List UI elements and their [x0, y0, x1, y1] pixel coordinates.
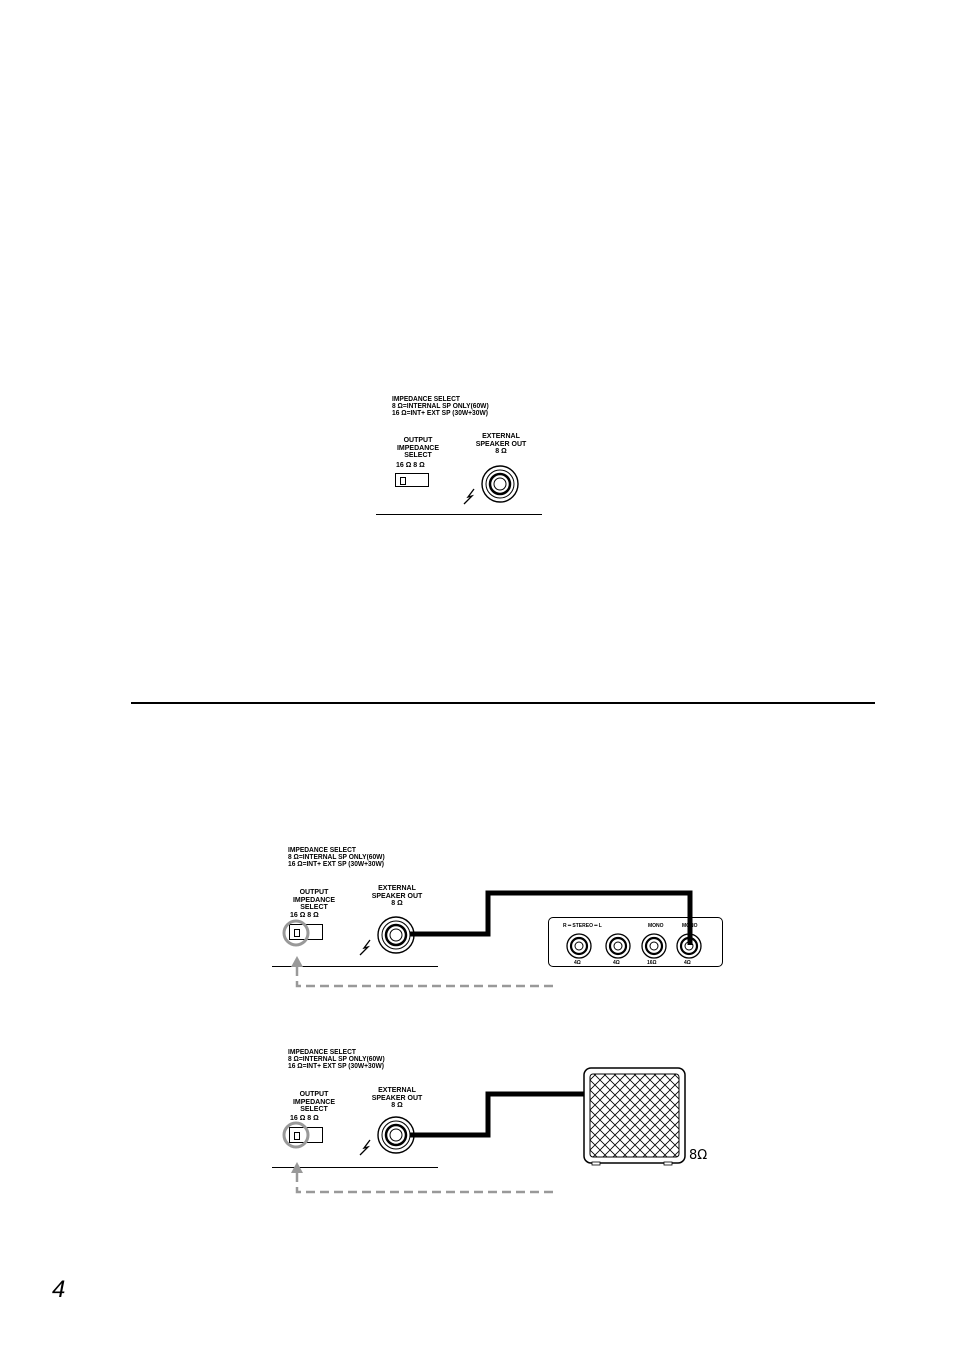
external-label-line: EXTERNAL	[482, 433, 520, 440]
arrow-head-icon	[291, 1162, 303, 1173]
external-speaker-out-label: EXTERNAL SPEAKER OUT 8 Ω	[368, 1087, 426, 1110]
impedance-select-title: IMPEDANCE SELECT	[288, 847, 356, 854]
ohm-label-1: 4Ω	[574, 960, 581, 966]
external-label-line: EXTERNAL	[378, 885, 416, 892]
impedance-label-line: IMPEDANCE	[292, 1098, 335, 1106]
external-label-line: EXTERNAL	[378, 1087, 416, 1094]
danger-bolt-icon	[463, 488, 475, 505]
speaker-cable-1	[410, 890, 693, 945]
ohm-label-4: 4Ω	[684, 960, 691, 966]
select-label-line: SELECT	[300, 1106, 328, 1113]
section-divider	[131, 702, 875, 704]
amp-output-panel: R ━ STEREO ━ L MONO MONO 4Ω 4Ω 16Ω 4Ω	[548, 917, 723, 967]
panel-baseline	[376, 514, 542, 515]
speaker-out-jack-graphic	[463, 465, 519, 505]
rear-panel-diagram-2: IMPEDANCE SELECT 8 Ω=INTERNAL SP ONLY(60…	[272, 847, 442, 971]
impedance-label-line: IMPEDANCE	[292, 896, 335, 904]
impedance-select-8ohm-desc: 8 Ω=INTERNAL SP ONLY(60W)	[392, 403, 489, 410]
switch-options-label: 16 Ω 8 Ω	[290, 912, 319, 919]
ohm-label-3: 16Ω	[647, 960, 657, 966]
jack-l[interactable]	[605, 933, 631, 959]
impedance-select-16ohm-desc: 16 Ω=INT+ EXT SP (30W+30W)	[392, 410, 488, 417]
speaker-out-label-line: SPEAKER OUT	[371, 892, 423, 900]
mono-label-1: MONO	[648, 923, 664, 929]
ohm-label-2: 4Ω	[613, 960, 620, 966]
impedance-select-16ohm-desc: 16 Ω=INT+ EXT SP (30W+30W)	[288, 861, 384, 868]
output-impedance-label: OUTPUT IMPEDANCE SELECT	[288, 1091, 340, 1114]
select-label-line: SELECT	[300, 904, 328, 911]
feedback-arrow-1	[295, 966, 553, 988]
impedance-select-16ohm-desc: 16 Ω=INT+ EXT SP (30W+30W)	[288, 1063, 384, 1070]
output-impedance-label: OUTPUT IMPEDANCE SELECT	[288, 889, 340, 912]
rear-panel-diagram-1: IMPEDANCE SELECT 8 Ω=INTERNAL SP ONLY(60…	[376, 396, 546, 520]
ext-ohm-label-line: 8 Ω	[391, 1102, 403, 1109]
external-speaker-out-label: EXTERNAL SPEAKER OUT 8 Ω	[368, 885, 426, 908]
jack-mono-16[interactable]	[641, 933, 667, 959]
speaker-out-jack[interactable]	[481, 465, 519, 503]
speaker-out-label-line: SPEAKER OUT	[475, 440, 527, 448]
rear-panel-diagram-3: IMPEDANCE SELECT 8 Ω=INTERNAL SP ONLY(60…	[272, 1049, 442, 1173]
output-label-line: OUTPUT	[299, 889, 329, 896]
cabinet-impedance-label: 8Ω	[689, 1148, 708, 1163]
speaker-out-jack-graphic	[282, 916, 415, 956]
panel-baseline	[272, 1167, 438, 1168]
speaker-out-jack[interactable]	[377, 1116, 415, 1154]
arrow-head-icon	[291, 956, 303, 967]
impedance-label-line: IMPEDANCE	[396, 444, 439, 452]
impedance-select-title: IMPEDANCE SELECT	[392, 396, 460, 403]
danger-bolt-icon	[359, 1139, 371, 1156]
impedance-select-title: IMPEDANCE SELECT	[288, 1049, 356, 1056]
highlight-circle	[282, 1121, 310, 1149]
impedance-select-8ohm-desc: 8 Ω=INTERNAL SP ONLY(60W)	[288, 854, 385, 861]
highlight-circle	[282, 919, 310, 947]
speaker-out-jack[interactable]	[377, 916, 415, 954]
danger-bolt-icon	[359, 939, 371, 956]
output-label-line: OUTPUT	[403, 437, 433, 444]
speaker-out-label-line: SPEAKER OUT	[371, 1094, 423, 1102]
speaker-cabinet	[583, 1067, 686, 1166]
switch-options-label: 16 Ω 8 Ω	[290, 1115, 319, 1122]
speaker-out-jack-graphic	[282, 1116, 415, 1156]
select-label-line: SELECT	[404, 452, 432, 459]
ext-ohm-label-line: 8 Ω	[495, 448, 507, 455]
speaker-cable-2	[410, 1091, 584, 1138]
external-speaker-out-label: EXTERNAL SPEAKER OUT 8 Ω	[472, 433, 530, 456]
output-impedance-label: OUTPUT IMPEDANCE SELECT	[392, 437, 444, 460]
page-number: 4	[52, 1276, 66, 1303]
output-label-line: OUTPUT	[299, 1091, 329, 1098]
ext-ohm-label-line: 8 Ω	[391, 900, 403, 907]
stereo-label: R ━ STEREO ━ L	[563, 923, 602, 929]
feedback-arrow-2	[295, 1172, 553, 1194]
impedance-select-8ohm-desc: 8 Ω=INTERNAL SP ONLY(60W)	[288, 1056, 385, 1063]
impedance-select-switch[interactable]	[395, 473, 429, 487]
panel-baseline	[272, 966, 438, 967]
switch-options-label: 16 Ω 8 Ω	[396, 462, 425, 469]
jack-r[interactable]	[566, 933, 592, 959]
